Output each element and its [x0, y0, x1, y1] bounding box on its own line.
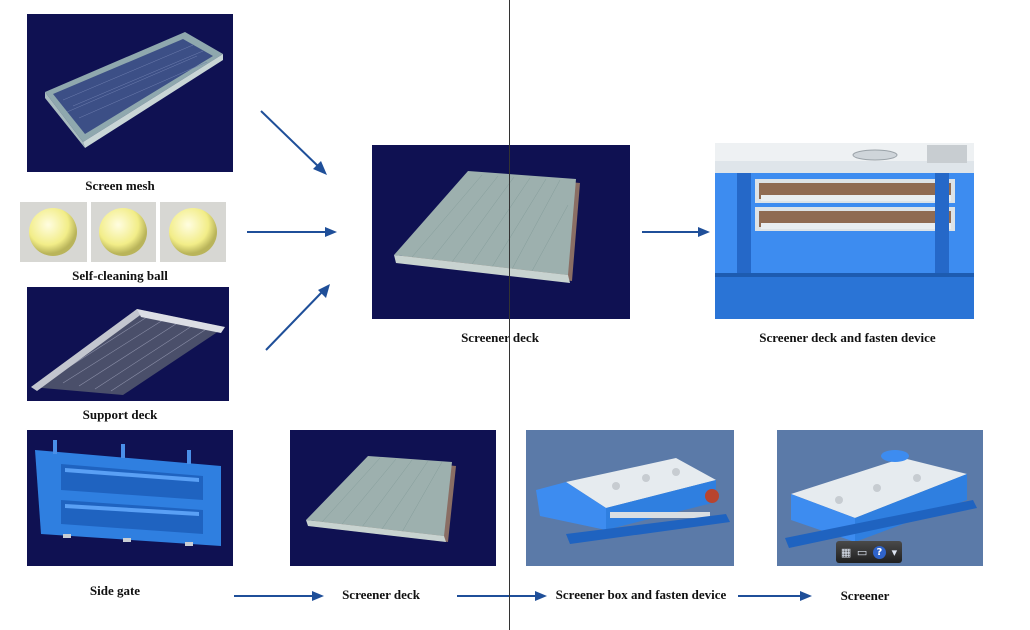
arrow-ball-to-deck — [247, 227, 337, 237]
screen-mesh-label: Screen mesh — [85, 178, 155, 193]
side-gate-image — [27, 430, 233, 566]
arrow-deck-to-box — [457, 591, 547, 601]
chevron-down-icon[interactable]: ▾ — [891, 545, 898, 559]
screener-label: Screener — [840, 588, 890, 603]
support-deck-image — [27, 287, 229, 401]
self-cleaning-ball-image-2 — [91, 202, 156, 262]
self-cleaning-ball-image-3 — [160, 202, 226, 262]
screener-deck-bottom-label: Screener deck — [342, 587, 420, 602]
self-cleaning-ball-image-1 — [20, 202, 87, 262]
arrow-deck-to-fasten — [642, 227, 710, 237]
screener-deck-fasten-label: Screener deck and fasten device — [759, 330, 936, 345]
support-deck-label: Support deck — [82, 407, 158, 422]
screener-deck-fasten-image — [715, 143, 974, 319]
screener-deck-image-bottom — [290, 430, 496, 566]
viewer-toolbar: ▦ ▭ ? ▾ — [836, 541, 902, 563]
grid-icon[interactable]: ▦ — [840, 545, 852, 559]
keyboard-icon[interactable]: ▭ — [856, 545, 868, 559]
help-icon[interactable]: ? — [872, 545, 886, 559]
screener-deck-image-top — [372, 145, 630, 319]
screener-deck-top-label: Screener deck — [461, 330, 539, 345]
vertical-divider — [509, 0, 510, 630]
arrow-mesh-to-deck — [260, 110, 327, 175]
screen-mesh-image — [27, 14, 233, 172]
screener-box-fasten-label: Screener box and fasten device — [555, 587, 727, 602]
side-gate-label: Side gate — [89, 583, 141, 598]
arrow-support-to-deck — [265, 284, 330, 351]
arrow-gate-to-deck — [234, 591, 324, 601]
self-cleaning-ball-label: Self-cleaning ball — [72, 268, 168, 283]
arrow-box-to-screener — [738, 591, 812, 601]
screener-box-fasten-image — [526, 430, 734, 566]
